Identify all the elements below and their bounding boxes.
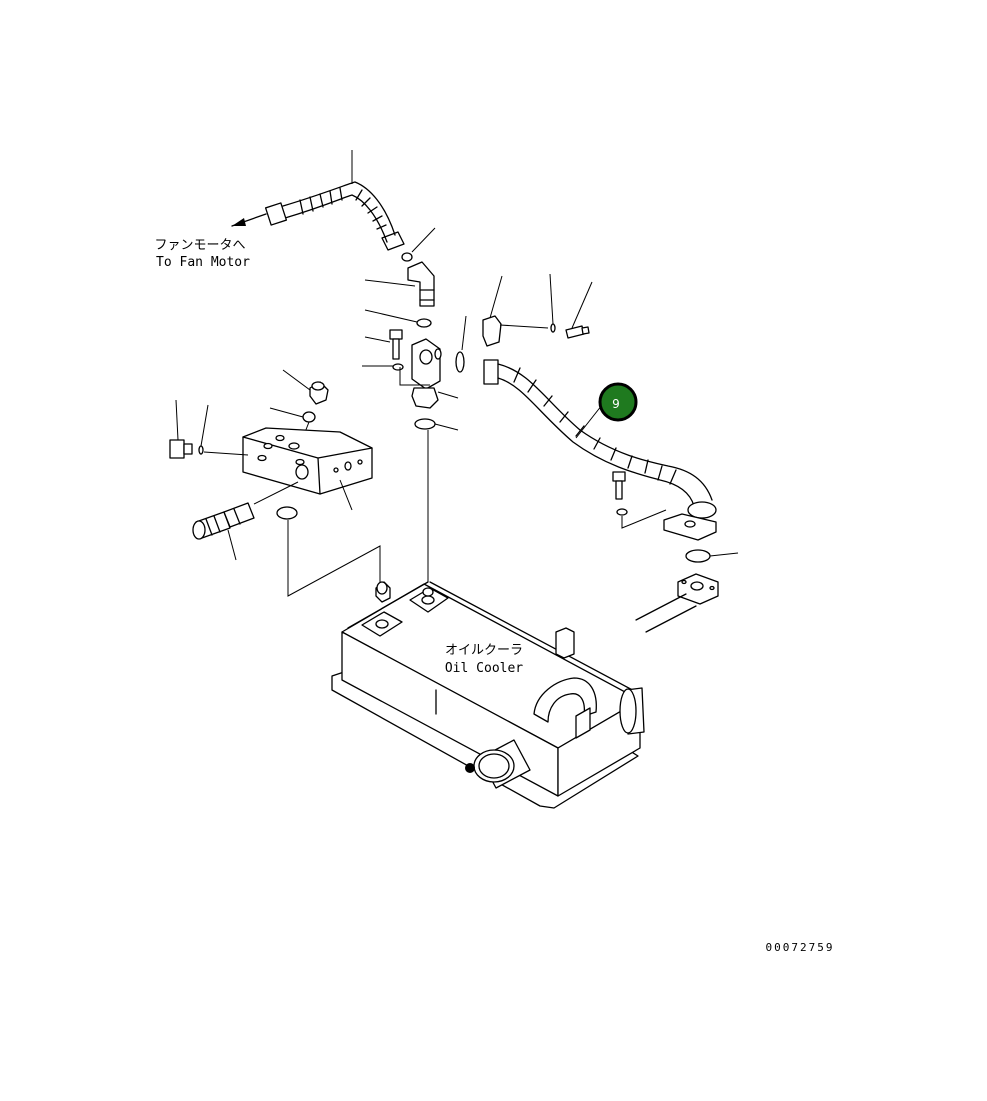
leader-line <box>269 407 304 418</box>
o-ring <box>685 549 711 563</box>
fan-motor-arrow-head <box>232 218 246 226</box>
leader-line <box>575 404 603 439</box>
valve-block <box>411 338 442 409</box>
o-ring <box>302 411 316 423</box>
o-ring <box>198 445 204 455</box>
bolt <box>389 329 403 360</box>
leader-line <box>253 481 299 505</box>
fan-motor-hose <box>264 181 405 251</box>
bolt <box>612 471 626 500</box>
sensor <box>192 502 255 540</box>
o-ring <box>550 323 556 333</box>
leader-line <box>364 309 418 323</box>
washer <box>616 508 628 516</box>
leader-line <box>175 399 179 441</box>
leader-line <box>437 391 459 399</box>
leader-line <box>709 552 739 557</box>
leader-line <box>461 315 467 351</box>
bolt <box>565 325 590 339</box>
washer <box>392 363 404 371</box>
oil-cooler <box>331 581 645 809</box>
leader-line <box>287 520 381 597</box>
mounting-block <box>242 427 373 495</box>
leader-line <box>200 404 209 447</box>
oil-hose <box>483 359 717 519</box>
o-ring <box>455 351 465 373</box>
pipe-flange <box>635 573 719 633</box>
leader-line <box>339 479 353 511</box>
figure-number: 00072759 <box>766 941 835 954</box>
callout-circle[interactable] <box>598 382 638 422</box>
leader-line <box>499 324 549 329</box>
o-ring <box>401 252 413 262</box>
adapter-fitting <box>169 439 193 459</box>
leader-line <box>282 369 311 391</box>
leader-line <box>399 367 430 386</box>
leader-line <box>621 509 667 529</box>
leader-line <box>434 423 459 431</box>
leader-line <box>364 279 416 287</box>
leader-line <box>227 529 237 561</box>
leader-line <box>203 451 249 456</box>
callout-number: 9 <box>612 397 620 411</box>
plug <box>309 381 329 405</box>
o-ring <box>276 506 298 520</box>
elbow-fitting <box>407 261 435 307</box>
oil-cooler-label-jp: オイルクーラ <box>445 643 523 658</box>
callout-9[interactable]: 9 <box>598 382 638 422</box>
o-ring <box>416 318 432 328</box>
leader-line <box>489 275 503 319</box>
leader-line <box>549 273 554 325</box>
split-flange <box>663 513 717 541</box>
fan-motor-label-jp: ファンモータへ <box>154 238 245 253</box>
leader-line <box>571 281 593 329</box>
connector-fitting <box>482 315 502 347</box>
leader-line <box>364 336 391 343</box>
fan-motor-label-en: To Fan Motor <box>156 255 250 270</box>
leader-line <box>411 227 436 253</box>
o-ring <box>414 418 436 430</box>
oil-cooler-label-en: Oil Cooler <box>445 661 523 676</box>
